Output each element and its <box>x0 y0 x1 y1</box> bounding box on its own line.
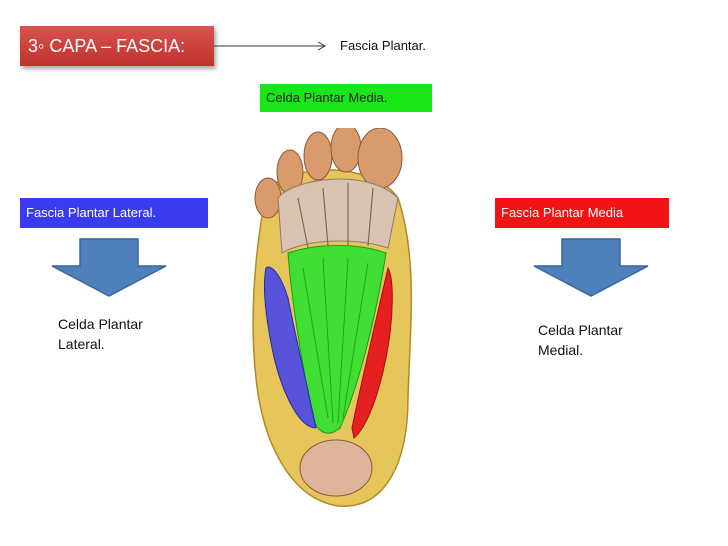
foot-sole-illustration <box>252 128 413 507</box>
cell-left-line2: Lateral. <box>58 336 105 352</box>
celda-plantar-medial-text: Celda Plantar Medial. <box>538 320 668 360</box>
celda-plantar-lateral-text: Celda Plantar Lateral. <box>58 314 188 354</box>
down-arrow-right <box>533 238 649 297</box>
cell-right-line2: Medial. <box>538 342 584 358</box>
slide-title: 3◦ CAPA – FASCIA: <box>28 36 186 56</box>
cell-right-line1: Celda Plantar <box>538 322 623 338</box>
fascia-plantar-label: Fascia Plantar. <box>340 38 426 53</box>
fascia-plantar-media-label: Fascia Plantar Media <box>495 198 669 228</box>
pointer-arrow <box>214 41 327 51</box>
cell-left-line1: Celda Plantar <box>58 316 143 332</box>
fascia-plantar-lateral-label: Fascia Plantar Lateral. <box>20 198 208 228</box>
celda-plantar-media-label: Celda Plantar Media. <box>260 84 432 112</box>
title-box: 3◦ CAPA – FASCIA: <box>20 26 214 66</box>
down-arrow-left <box>51 238 167 297</box>
